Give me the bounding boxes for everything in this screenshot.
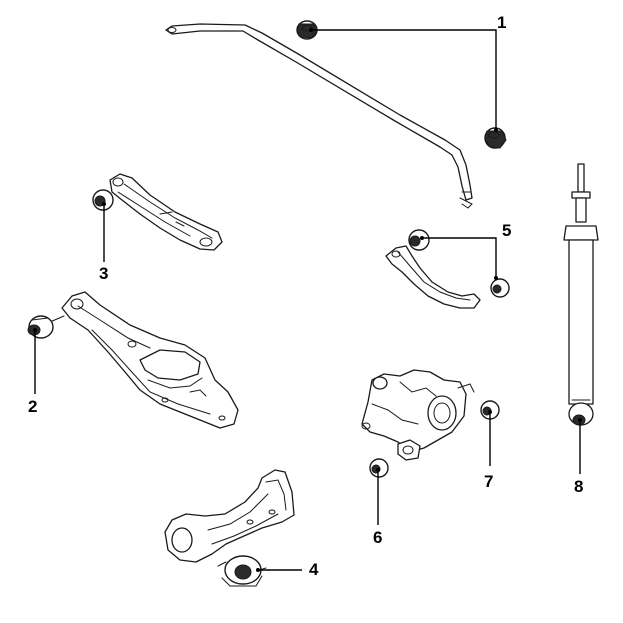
bushing-3: [92, 189, 114, 211]
callout-1: 1: [497, 13, 506, 32]
shock-absorber: [563, 163, 599, 426]
leader-lines: [33, 28, 582, 572]
callout-4: 4: [309, 560, 319, 579]
trailing-arm: [164, 469, 295, 563]
callout-8: 8: [574, 477, 583, 496]
bushing-5-right: [490, 278, 510, 298]
stabilizer-bar: [165, 23, 473, 209]
upper-link-arm: [385, 245, 481, 309]
bushing-2: [27, 315, 65, 339]
bushing-5-left: [408, 229, 430, 251]
upper-control-arm: [109, 173, 223, 251]
bushing-1-bottom: [484, 127, 507, 149]
wheel-knuckle: [361, 369, 475, 461]
bushing-1-top: [296, 20, 318, 40]
callout-2: 2: [28, 397, 37, 416]
callout-3: 3: [99, 264, 108, 283]
lower-control-arm: [61, 291, 239, 429]
callout-5: 5: [502, 221, 511, 240]
callout-6: 6: [373, 528, 382, 547]
bushing-6: [369, 458, 389, 478]
callout-7: 7: [484, 472, 493, 491]
